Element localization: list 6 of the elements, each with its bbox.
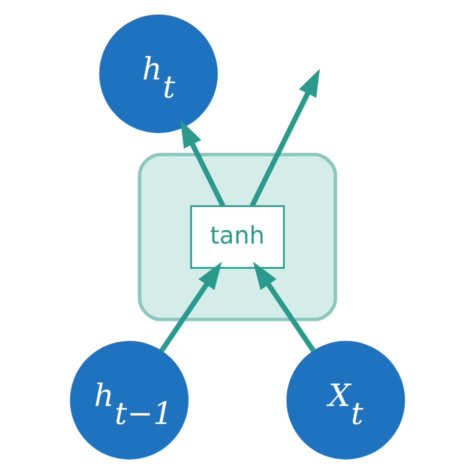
arrow xyxy=(252,262,316,352)
cluster xyxy=(137,152,337,322)
arrow xyxy=(158,262,222,352)
node-box: tanh xyxy=(190,205,284,269)
arrow xyxy=(249,68,320,208)
arrow xyxy=(180,120,225,208)
